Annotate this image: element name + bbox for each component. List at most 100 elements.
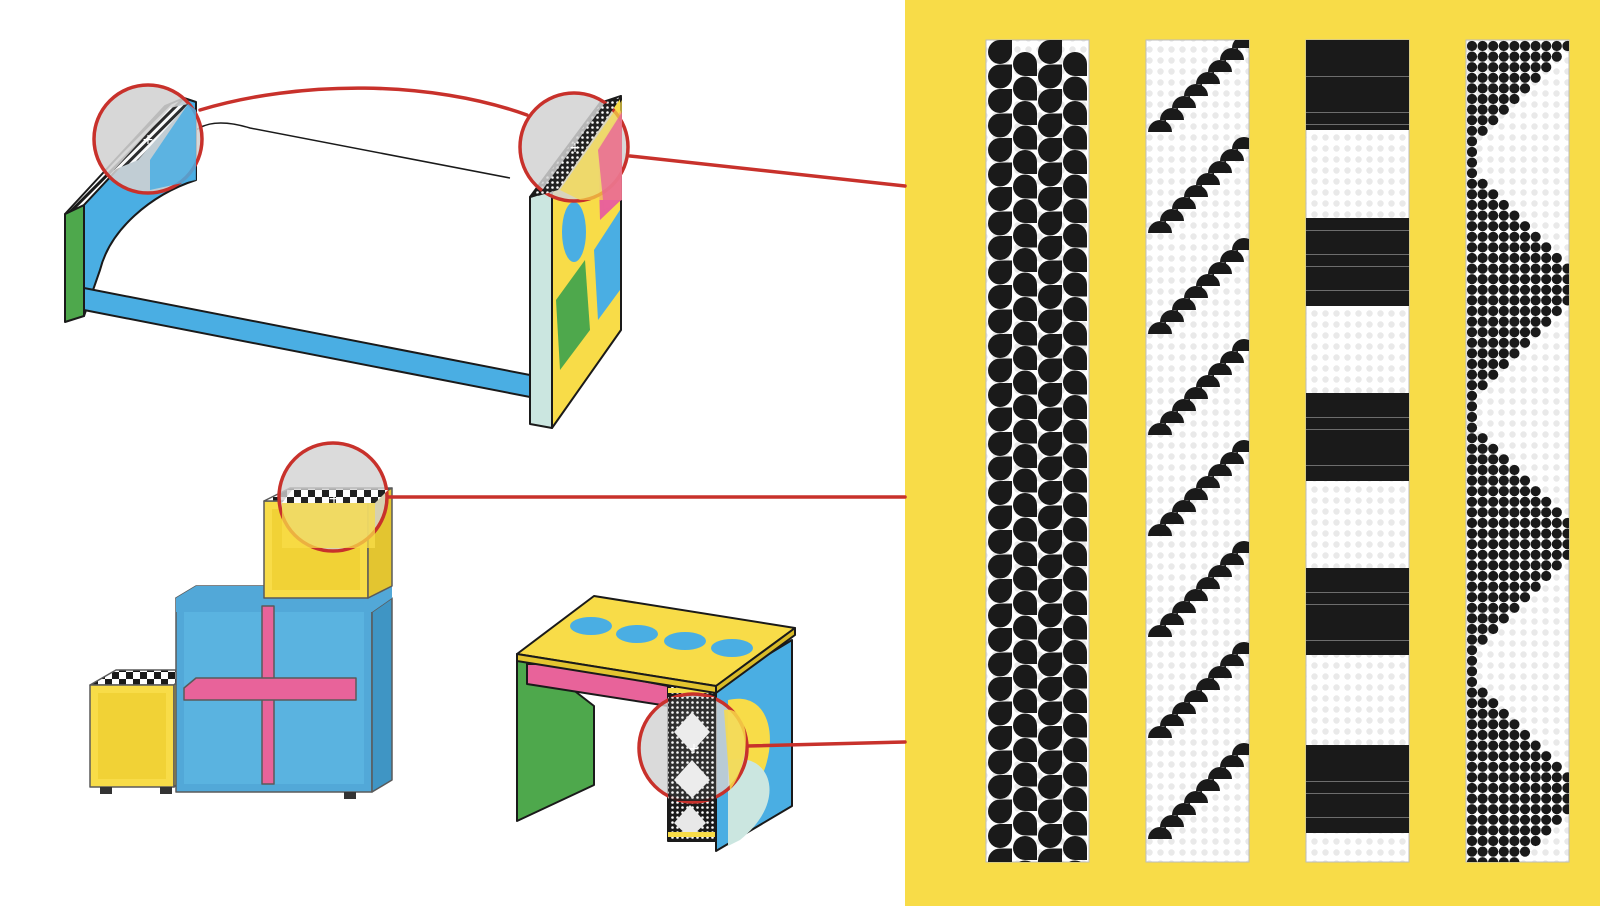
pattern-dot [1509,41,1519,51]
pattern-dot [1467,645,1477,655]
teardrop-shape [988,163,1012,187]
pattern-dot [1478,762,1488,772]
pattern-dot [1552,783,1562,793]
teardrop-shape [988,310,1012,334]
pattern-dot [1509,825,1519,835]
teardrop-shape [988,212,1012,236]
pattern-dot [1488,41,1498,51]
pattern-dot [1552,295,1562,305]
pattern-dot [1520,264,1530,274]
pattern-dot [1467,200,1477,210]
pattern-dot [1499,815,1509,825]
teardrop-shape [1038,359,1062,383]
pattern-dot [1499,741,1509,751]
teardrop-shape [1063,714,1087,738]
teardrop-shape [1013,763,1037,787]
pattern-dot [1541,295,1551,305]
pattern-dot [1552,253,1562,263]
pattern-dot [1509,550,1519,560]
pattern-dot [1478,804,1488,814]
pattern-dot [1467,62,1477,72]
pattern-dot [1499,94,1509,104]
pattern-dot [1467,550,1477,560]
green-end-panel [65,205,84,322]
pattern-dot [1499,507,1509,517]
pattern-dot [1520,571,1530,581]
teardrop-shape [1063,273,1087,297]
teardrop-shape [988,604,1012,628]
teardrop-shape [1038,408,1062,432]
pattern-dot [1478,317,1488,327]
pattern-dot [1478,560,1488,570]
pattern-dot [1488,847,1498,857]
pattern-dot [1509,772,1519,782]
pattern-dot [1478,232,1488,242]
pattern-dot [1520,476,1530,486]
pattern-dot [1541,62,1551,72]
pattern-dot [1509,571,1519,581]
teardrop-shape [1063,322,1087,346]
teardrop-shape [1013,395,1037,419]
band-line [1306,604,1409,605]
pattern-dot [1478,476,1488,486]
pattern-dot [1499,571,1509,581]
pattern-dot [1499,338,1509,348]
pattern-dot [1467,285,1477,295]
pattern-dot [1541,804,1551,814]
pattern-dot [1499,497,1509,507]
pattern-dot [1488,783,1498,793]
pattern-dot [1509,306,1519,316]
pattern-dot [1509,719,1519,729]
pattern-dot [1478,338,1488,348]
pattern-dot [1499,825,1509,835]
pattern-dot [1520,327,1530,337]
pattern-dot [1467,603,1477,613]
pattern-dot [1467,264,1477,274]
teardrop-shape [1013,567,1037,591]
pattern-dot [1509,836,1519,846]
pattern-dot [1478,783,1488,793]
pattern-dot [1467,476,1477,486]
teardrop-shape [1013,420,1037,444]
band-line [1306,465,1409,466]
pattern-dot [1478,518,1488,528]
band-line [1306,290,1409,291]
pattern-dot [1478,454,1488,464]
pattern-dot [1467,486,1477,496]
teardrop-shape [1063,199,1087,223]
pattern-dot [1478,370,1488,380]
teardrop-shape [1063,738,1087,762]
pattern-dot [1467,613,1477,623]
pattern-dot [1467,412,1477,422]
pattern-dot [1478,719,1488,729]
pattern-dot [1499,232,1509,242]
pattern-dot [1509,762,1519,772]
pattern-dot [1488,518,1498,528]
teardrop-shape [1038,726,1062,750]
teardrop-shape [1038,65,1062,89]
pattern-dot [1467,115,1477,125]
pattern-dot [1531,73,1541,83]
teardrop-shape [988,726,1012,750]
pattern-dot [1478,825,1488,835]
teardrop-shape [1013,199,1037,223]
pattern-dot [1541,285,1551,295]
teardrop-shape [1038,138,1062,162]
pattern-dot [1478,359,1488,369]
pattern-dot [1478,94,1488,104]
pattern-dot [1499,105,1509,115]
teardrop-shape [1038,604,1062,628]
pattern-dot [1467,73,1477,83]
pattern-dot [1520,62,1530,72]
pattern-dot [1488,794,1498,804]
teardrop-shape [988,187,1012,211]
pattern-dot [1509,730,1519,740]
pattern-dot [1467,772,1477,782]
pattern-dot [1520,317,1530,327]
teardrop-shape [1013,175,1037,199]
teardrop-shape [988,775,1012,799]
teardrop-shape [1038,628,1062,652]
magnifier-lens-desk: + [639,694,747,802]
pattern-dot [1467,211,1477,221]
pattern-dot [1531,306,1541,316]
